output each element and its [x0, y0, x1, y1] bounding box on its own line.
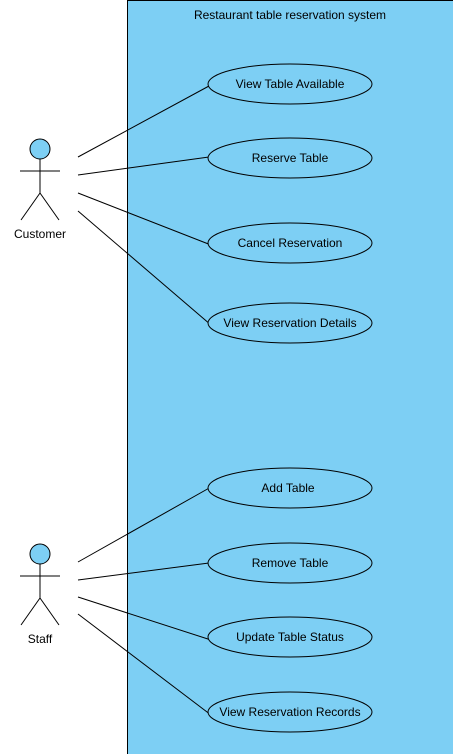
actor-customer[interactable]: Customer [14, 138, 66, 241]
association-line [77, 85, 210, 158]
use-case-view-reservation-details[interactable]: View Reservation Details [207, 302, 373, 344]
use-case-label: View Table Available [236, 77, 345, 91]
use-case-view-reservation-records[interactable]: View Reservation Records [207, 691, 373, 733]
use-case-remove-table[interactable]: Remove Table [207, 542, 373, 584]
use-case-add-table[interactable]: Add Table [207, 467, 373, 509]
use-case-label: Remove Table [252, 556, 329, 570]
association-line [77, 596, 212, 641]
association-line [77, 210, 212, 326]
use-case-label: Update Table Status [236, 630, 344, 644]
association-line [77, 562, 210, 581]
use-case-label: Cancel Reservation [238, 236, 343, 250]
actor-staff[interactable]: Staff [20, 543, 60, 646]
association-line [77, 156, 210, 176]
use-case-label: View Reservation Details [223, 316, 356, 330]
use-case-label: Add Table [261, 481, 314, 495]
actor-label: Customer [14, 227, 66, 241]
system-title: Restaurant table reservation system [194, 8, 386, 22]
use-case-view-table-available[interactable]: View Table Available [207, 63, 373, 105]
use-case-label: View Reservation Records [219, 705, 360, 719]
actor-label: Staff [28, 632, 53, 646]
use-case-update-table-status[interactable]: Update Table Status [207, 616, 373, 658]
stick-figure-icon [20, 138, 60, 221]
association-line [77, 613, 212, 716]
use-case-cancel-reservation[interactable]: Cancel Reservation [207, 222, 373, 264]
association-line [77, 192, 212, 246]
stick-figure-icon [20, 543, 60, 626]
use-case-label: Reserve Table [252, 151, 329, 165]
association-line [77, 486, 212, 563]
use-case-reserve-table[interactable]: Reserve Table [207, 137, 373, 179]
